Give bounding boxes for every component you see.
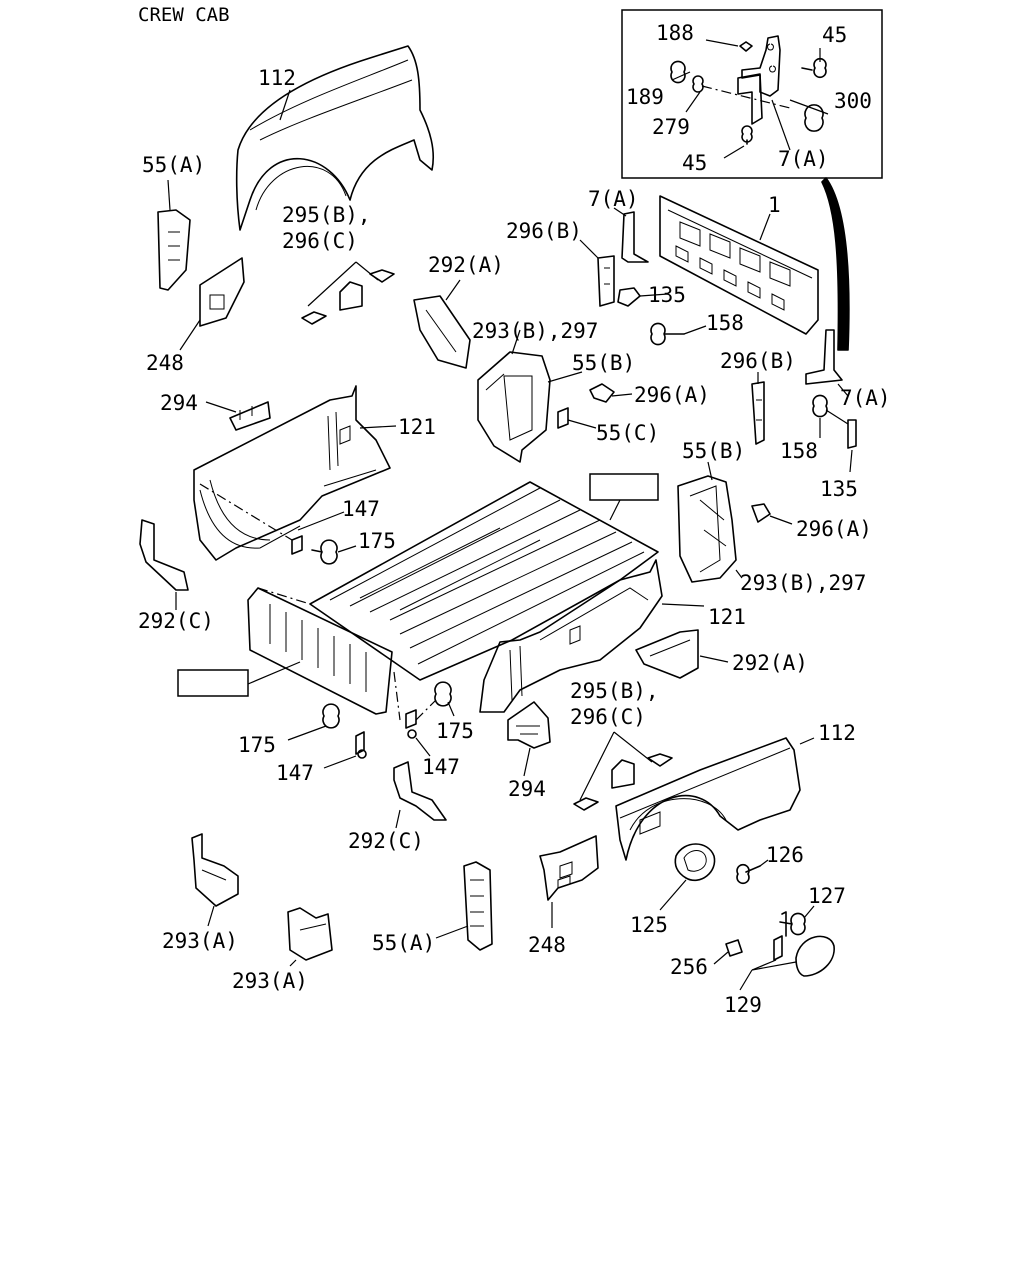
- diagram-title: CREW CAB: [138, 4, 230, 26]
- part-175-147-lower: [287, 681, 455, 769]
- label-1: 1: [768, 193, 781, 217]
- part-296b-158-135-right: [751, 372, 857, 473]
- label-294-upper: 294: [160, 391, 198, 415]
- label-55b-upper: 55(B): [572, 351, 635, 375]
- part-125-126: [659, 843, 769, 911]
- part-248-top: [179, 257, 245, 351]
- label-158-upper: 158: [706, 311, 744, 335]
- label-296a-right: 296(A): [796, 517, 872, 541]
- label-121-right: 121: [708, 605, 746, 629]
- label-189: 189: [626, 85, 664, 109]
- label-295b-upper: 295(B),: [282, 203, 371, 227]
- part-55b-293b-right: [677, 461, 793, 583]
- label-293a-2: 293(A): [232, 969, 308, 993]
- callout-labels: 188 45 189 300 279 45 7(A) 112 55(A) 295…: [138, 21, 891, 1017]
- label-55b-right: 55(B): [682, 439, 745, 463]
- label-256: 256: [670, 955, 708, 979]
- label-300: 300: [834, 89, 872, 113]
- label-175-left: 175: [238, 733, 276, 757]
- label-296b-right: 296(B): [720, 349, 796, 373]
- part-55b-55c-296a-top: [547, 371, 633, 429]
- label-292c-left: 292(C): [138, 609, 214, 633]
- front-panel: [247, 587, 393, 715]
- part-293a-2: [287, 907, 333, 967]
- inset-pointer: [821, 177, 850, 351]
- label-45-inset-bottom: 45: [682, 151, 707, 175]
- label-292c-lower: 292(C): [348, 829, 424, 853]
- label-147-upper: 147: [342, 497, 380, 521]
- part-294-top: [205, 401, 271, 431]
- label-125: 125: [630, 913, 668, 937]
- label-296a-upper: 296(A): [634, 383, 710, 407]
- part-295b-296c-lower: [573, 731, 673, 811]
- part-121-right: [479, 559, 705, 713]
- label-248-upper: 248: [146, 351, 184, 375]
- inset-detail: [621, 9, 883, 179]
- label-135-upper: 135: [648, 283, 686, 307]
- part-293a-1: [191, 833, 239, 927]
- label-279: 279: [652, 115, 690, 139]
- part-147-175-top: [199, 483, 357, 565]
- label-147-left: 147: [276, 761, 314, 785]
- label-248-lower: 248: [528, 933, 566, 957]
- label-175-upper: 175: [358, 529, 396, 553]
- part-292a-top: [413, 279, 471, 369]
- label-127: 127: [808, 884, 846, 908]
- label-7a-right: 7(A): [840, 386, 891, 410]
- label-293a-1: 293(A): [162, 929, 238, 953]
- label-293b-297-right: 293(B),297: [740, 571, 866, 595]
- label-112-lower: 112: [818, 721, 856, 745]
- label-292a-right: 292(A): [732, 651, 808, 675]
- label-129: 129: [724, 993, 762, 1017]
- label-135-right: 135: [820, 477, 858, 501]
- part-127-129-256: [713, 905, 835, 991]
- part-112-upper: [235, 45, 435, 231]
- label-296c-upper: 296(C): [282, 229, 358, 253]
- part-55a-top: [157, 179, 191, 291]
- ref-9-31: [589, 473, 659, 521]
- label-293b-297-upper: 293(B),297: [472, 319, 598, 343]
- part-112-lower: [615, 737, 815, 861]
- part-1-tailgate: [659, 195, 819, 335]
- part-248-lower: [539, 835, 599, 928]
- part-293b-top: [477, 329, 551, 463]
- label-175-mid: 175: [436, 719, 474, 743]
- label-121-left: 121: [398, 415, 436, 439]
- label-55a-lower: 55(A): [372, 931, 435, 955]
- label-296c-lower: 296(C): [570, 705, 646, 729]
- ref-9-32: [177, 661, 301, 697]
- label-147-mid: 147: [422, 755, 460, 779]
- label-7a-inset: 7(A): [778, 147, 829, 171]
- label-292a-upper: 292(A): [428, 253, 504, 277]
- label-7a-upper: 7(A): [588, 187, 639, 211]
- label-112-upper: 112: [258, 66, 296, 90]
- part-292c-left: [139, 519, 189, 610]
- label-294-lower: 294: [508, 777, 546, 801]
- part-294-lower: [507, 701, 551, 777]
- label-45-inset-top: 45: [822, 23, 847, 47]
- label-296b-upper: 296(B): [506, 219, 582, 243]
- label-55c: 55(C): [596, 421, 659, 445]
- part-292c-lower: [393, 761, 447, 829]
- label-55a-upper: 55(A): [142, 153, 205, 177]
- label-295b-lower: 295(B),: [570, 679, 659, 703]
- label-126: 126: [766, 843, 804, 867]
- part-7a-right: [805, 329, 849, 397]
- part-295b-296c-top: [301, 261, 395, 325]
- label-188: 188: [656, 21, 694, 45]
- part-292a-right: [635, 629, 729, 679]
- label-158-right: 158: [780, 439, 818, 463]
- part-296b-7a-top: [579, 207, 707, 346]
- part-55a-lower: [435, 861, 493, 951]
